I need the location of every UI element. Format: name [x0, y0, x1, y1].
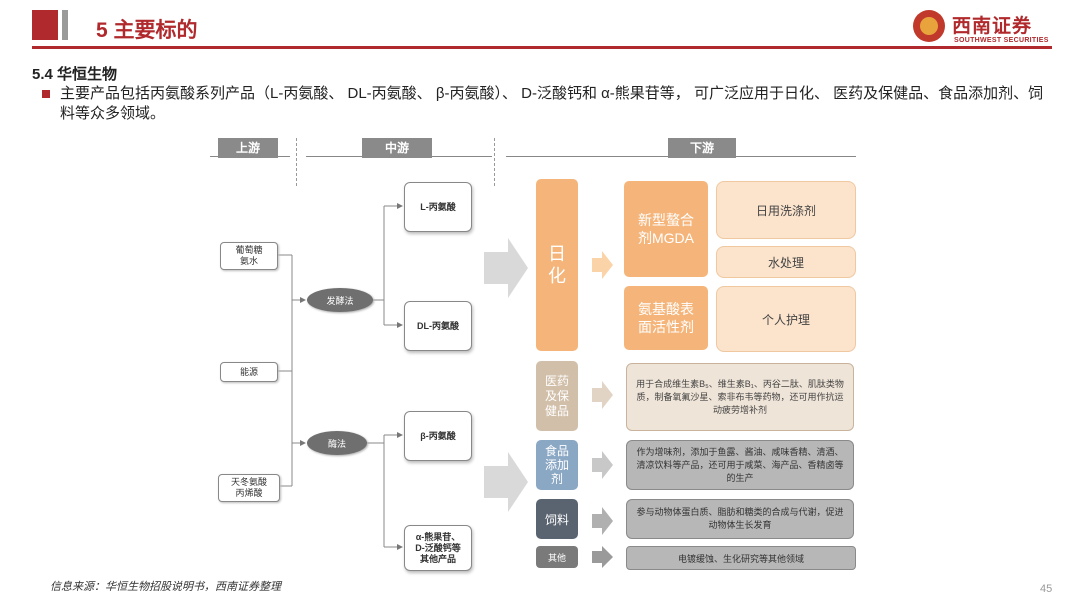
- product-l-alanine: L-丙氨酸: [404, 182, 472, 232]
- category-daily-chemicals: 日 化: [536, 179, 578, 351]
- product-others: α-熊果苷、 D-泛酸钙等 其他产品: [404, 525, 472, 571]
- arrow-icon: [592, 507, 613, 535]
- category-medicine: 医药 及保 健品: [536, 361, 578, 431]
- input-energy: 能源: [220, 362, 278, 382]
- arrow-icon: [592, 251, 613, 279]
- desc-feed: 参与动物体蛋白质、脂肪和糖类的合成与代谢，促进动物体生长发育: [626, 499, 854, 539]
- logo-icon: [913, 10, 945, 42]
- stage-separator: [296, 138, 297, 186]
- desc-medicine: 用于合成维生素B₅、维生素B₁、丙谷二肽、肌肽类物质，制备氧氟沙星、索非布韦等药…: [626, 363, 854, 431]
- category-feed: 饲料: [536, 499, 578, 539]
- sub-category-surfactant: 氨基酸表 面活性剂: [624, 286, 708, 350]
- use-personal-care: 个人护理: [716, 286, 856, 352]
- use-water-treatment: 水处理: [716, 246, 856, 278]
- desc-food-additives: 作为增味剂，添加于鱼露、酱油、咸味香精、清酒、清凉饮料等产品，还可用于咸菜、海产…: [626, 440, 854, 490]
- category-food-additives: 食品 添加 剂: [536, 440, 578, 490]
- input-glucose-ammonia: 葡萄糖 氨水: [220, 242, 278, 270]
- stage-downstream: 下游: [668, 138, 736, 158]
- use-detergent: 日用洗涤剂: [716, 181, 856, 239]
- subsection-title: 5.4 华恒生物: [32, 66, 118, 83]
- stage-upstream: 上游: [218, 138, 278, 158]
- arrow-icon: [592, 546, 613, 568]
- header-divider: [32, 46, 1052, 49]
- process-enzyme: 酶法: [307, 431, 367, 455]
- header-accent-bar: [62, 10, 68, 40]
- stage-separator: [494, 138, 495, 186]
- category-other: 其他: [536, 546, 578, 568]
- section-title: 5 主要标的: [96, 19, 198, 42]
- logo-text: 西南证券: [952, 15, 1033, 37]
- arrow-icon: [592, 381, 613, 409]
- sub-category-mgda: 新型螯合 剂MGDA: [624, 181, 708, 277]
- source-note: 信息来源：华恒生物招股说明书，西南证券整理: [50, 580, 281, 593]
- bullet-square-icon: [42, 90, 50, 98]
- arrow-icon: [592, 451, 613, 479]
- stage-midstream: 中游: [362, 138, 432, 158]
- big-arrow-icon: [484, 452, 528, 512]
- intro-paragraph: 主要产品包括丙氨酸系列产品（L-丙氨酸、 DL-丙氨酸、 β-丙氨酸）、 D-泛…: [60, 85, 1044, 122]
- process-fermentation: 发酵法: [307, 288, 373, 312]
- product-b-alanine: β-丙氨酸: [404, 411, 472, 461]
- header-accent-block: [32, 10, 58, 40]
- desc-other: 电镀缓蚀、生化研究等其他领域: [626, 546, 856, 570]
- page-number: 45: [1040, 583, 1053, 595]
- big-arrow-icon: [484, 238, 528, 298]
- product-dl-alanine: DL-丙氨酸: [404, 301, 472, 351]
- logo-english-text: SOUTHWEST SECURITIES: [954, 37, 1049, 44]
- input-aspartic-acrylic: 天冬氨酸 丙烯酸: [218, 474, 280, 502]
